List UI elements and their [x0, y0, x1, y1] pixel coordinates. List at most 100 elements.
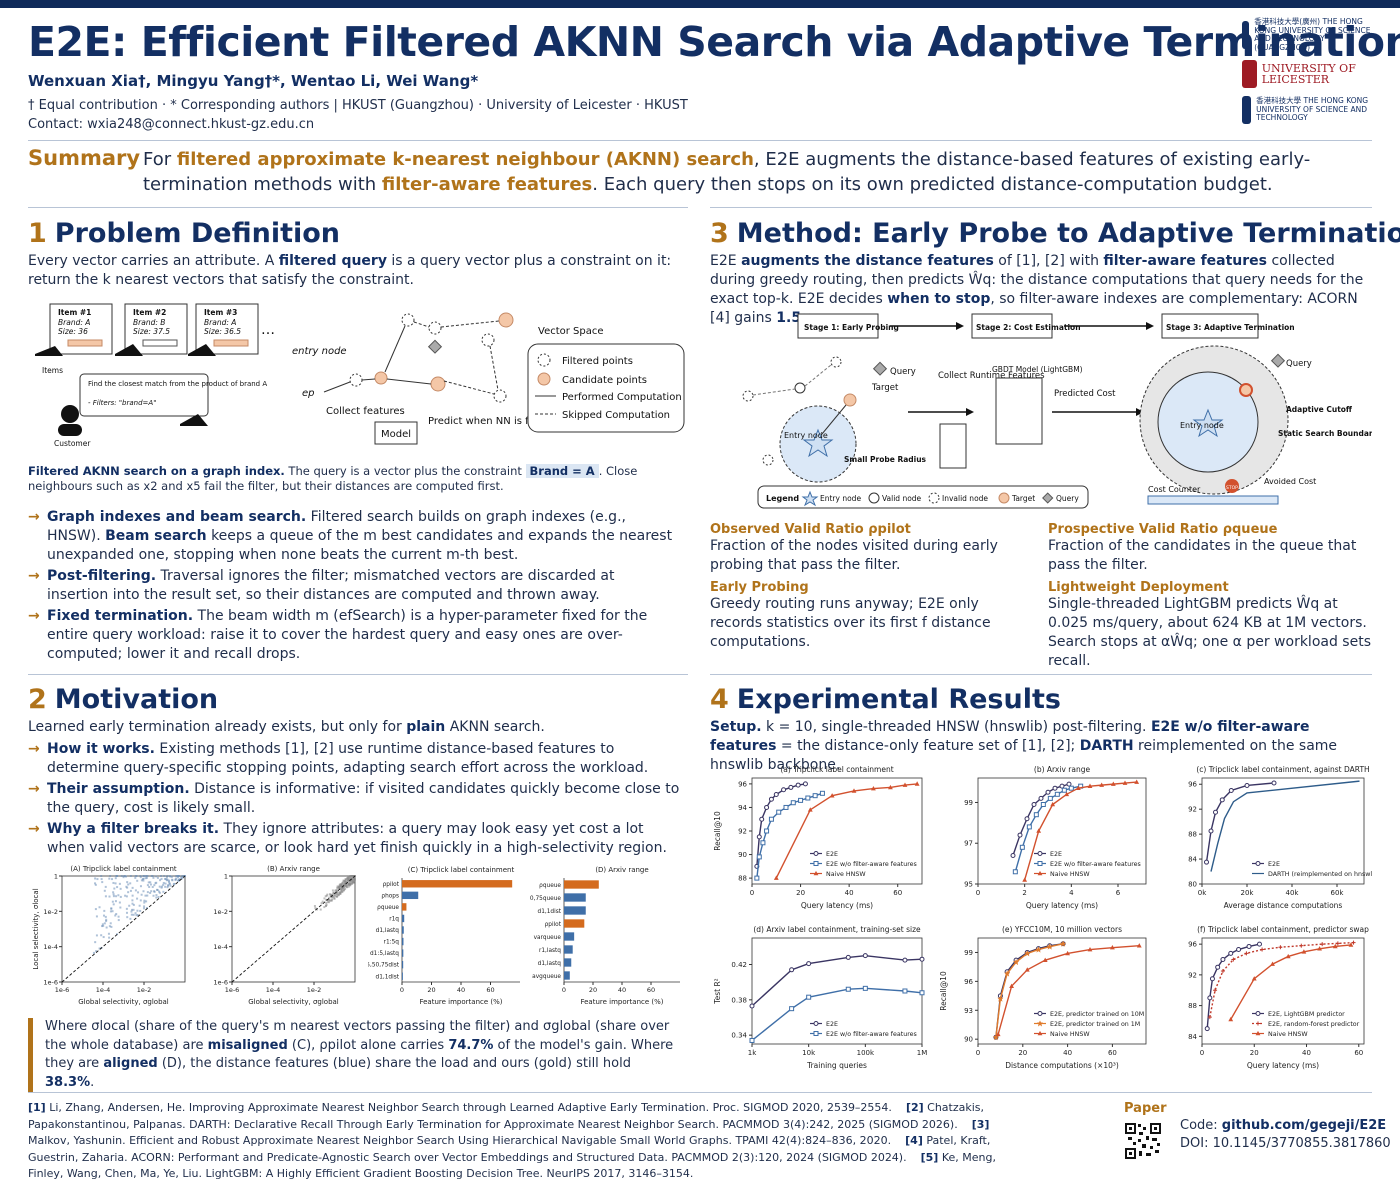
query-label: Query — [890, 367, 916, 377]
scatter-point — [130, 910, 133, 913]
x-tick-label: 1e-2 — [137, 986, 152, 994]
scatter-point — [342, 883, 345, 886]
data-point — [789, 967, 795, 973]
feature-bar — [402, 960, 404, 969]
bar-category-label: ρpilot — [545, 922, 562, 928]
bullet-text: They ignore attributes: a query may look… — [47, 821, 667, 856]
legend-label: Invalid node — [942, 494, 988, 503]
heel-icon — [115, 344, 143, 356]
scatter-point — [350, 879, 353, 882]
callout-bold: 74.7% — [448, 1037, 494, 1053]
legend-entry-icon — [801, 490, 819, 507]
x-tick-label: 20 — [796, 889, 805, 897]
scatter-point — [114, 877, 117, 880]
data-point — [1256, 941, 1262, 947]
scatter-point — [347, 885, 350, 888]
bar-category-label: ρqueue — [377, 905, 399, 911]
cost-counter-label: Cost Counter — [1148, 485, 1201, 494]
scatter-point — [136, 897, 139, 900]
scatter-point — [180, 876, 183, 879]
scatter-point — [138, 904, 141, 907]
scatter-point — [108, 895, 111, 898]
scatter-point — [338, 886, 341, 889]
scatter-point — [102, 936, 105, 939]
section-divider — [710, 674, 1372, 675]
scatter-point — [114, 914, 117, 917]
data-point — [1348, 942, 1354, 947]
x-axis-label: Global selectivity, σglobal — [248, 998, 339, 1006]
scatter-point — [338, 884, 341, 887]
data-point — [1035, 946, 1042, 953]
ep-label: ep — [302, 388, 315, 399]
gbdt-label: GBDT Model (LightGBM) — [992, 365, 1083, 374]
y-tick-label: 84 — [1188, 856, 1197, 864]
scatter-point — [167, 884, 170, 887]
bar-category-label: avgqueue — [532, 974, 561, 980]
scatter-point — [115, 875, 118, 877]
bar-category-label: d1:5,lastq — [370, 951, 399, 957]
data-point — [754, 875, 760, 881]
speech-text: Find the closest match from the product … — [88, 380, 267, 388]
x-tick-label: 10k — [802, 1049, 816, 1057]
scatter-point — [104, 915, 107, 918]
data-point — [1061, 787, 1067, 793]
scatter-point — [351, 880, 354, 883]
data-point — [1204, 1026, 1210, 1032]
callout-part: (C), ρpilot alone carries — [287, 1037, 449, 1053]
scatter-point — [339, 885, 342, 888]
scatter-point — [336, 889, 339, 892]
scatter-point — [115, 913, 118, 916]
stage-2-label: Stage 2: Cost Estimation — [976, 323, 1081, 332]
x-tick-label: 20 — [1018, 1049, 1027, 1057]
diagonal-line — [231, 875, 356, 983]
data-point — [1228, 950, 1234, 956]
scatter-point — [140, 879, 143, 882]
hkust-gz-emblem — [1242, 21, 1250, 49]
scatter-point — [139, 885, 142, 888]
entry-node-icon — [1192, 408, 1224, 438]
x-tick-label: 1M — [917, 1049, 928, 1057]
scatter-point — [346, 877, 349, 880]
summary-text: For filtered approximate k-nearest neigh… — [143, 147, 1373, 197]
data-point — [759, 816, 765, 822]
series-line — [995, 943, 1064, 1038]
scatter-point — [108, 925, 111, 928]
bar-category-label: ρqueue — [539, 883, 561, 889]
scatter-point — [134, 889, 137, 892]
data-point — [781, 787, 787, 793]
target-node — [1239, 383, 1253, 397]
code-link[interactable]: github.com/gegeji/E2E — [1221, 1118, 1387, 1133]
scatter-point — [175, 877, 178, 880]
chart-c: (c) Tripclick label containment, against… — [1188, 765, 1372, 910]
customer-icon — [61, 405, 79, 423]
scatter-point — [156, 888, 159, 891]
scatter-point — [151, 886, 154, 889]
bullet-head: Post-filtering. — [47, 568, 157, 584]
x-tick-label: 1e-6 — [225, 986, 240, 994]
qr-code[interactable] — [1124, 1122, 1162, 1160]
scatter-point — [329, 899, 332, 902]
def-text: Greedy routing runs anyway; E2E only rec… — [710, 596, 991, 650]
feature-bar — [402, 972, 403, 980]
feature-bar — [564, 919, 585, 928]
items-label: Items — [42, 366, 63, 375]
scatter-point — [131, 894, 134, 897]
scatter-point — [332, 892, 335, 895]
x-tick-label: 1e-2 — [307, 986, 322, 994]
data-point — [1255, 1030, 1261, 1036]
scatter-point — [95, 934, 98, 937]
bar-category-label: r1q — [389, 917, 399, 923]
scatter-point — [112, 893, 115, 896]
x-tick-label: 6 — [1116, 889, 1121, 897]
scatter-point — [105, 920, 108, 923]
qr-finder-core — [1129, 1127, 1132, 1130]
y-tick-label: 1e-2 — [43, 908, 58, 916]
scatter-point — [103, 909, 106, 912]
author-list: Wenxuan Xia†, Mingyu Yang†*, Wentao Li, … — [28, 72, 479, 90]
leicester-emblem — [1242, 60, 1257, 88]
data-point — [1004, 970, 1011, 977]
scatter-point — [101, 925, 104, 928]
y-axis-label: Recall@10 — [939, 971, 948, 1011]
def-text: Fraction of the candidates in the queue … — [1048, 538, 1357, 573]
ellipsis: … — [261, 322, 275, 338]
